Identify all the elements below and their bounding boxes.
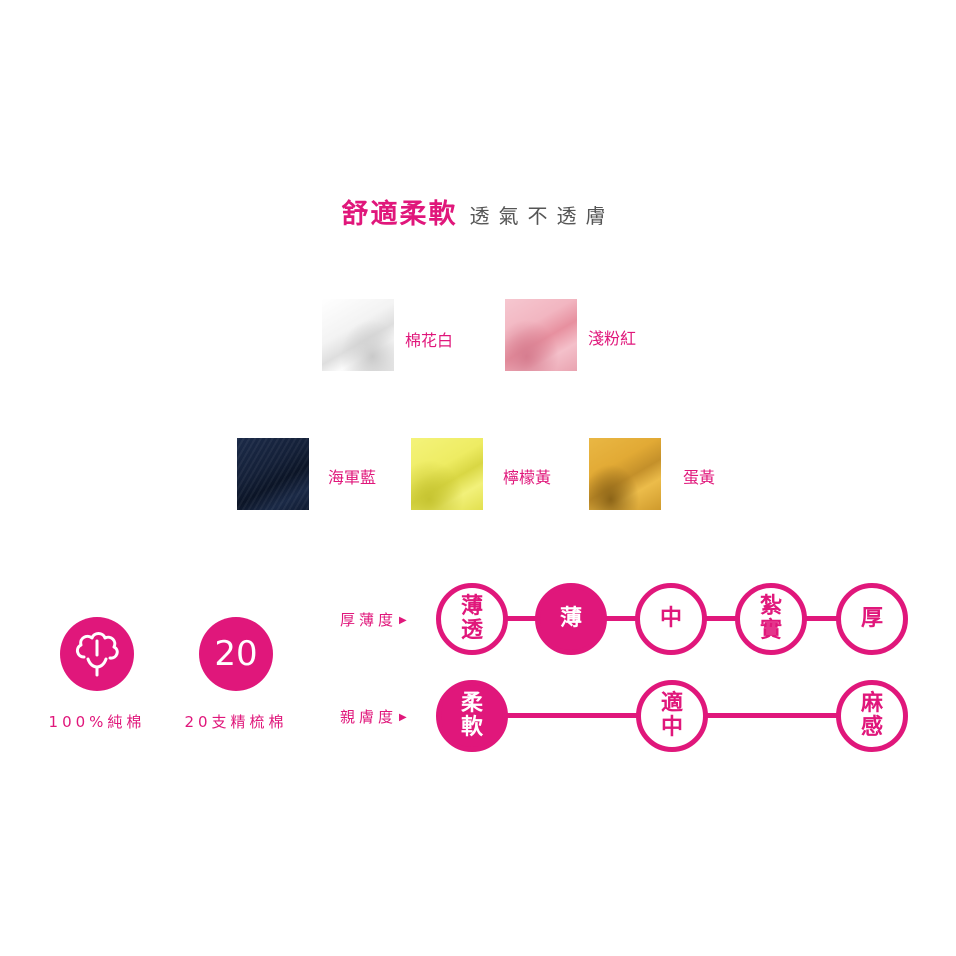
feel-scale-label: 親膚度▶	[340, 706, 411, 727]
color-label: 淺粉紅	[588, 329, 637, 348]
thickness-level-text: 薄	[559, 606, 582, 631]
feel-level-text: 適 中	[660, 691, 683, 740]
feel-level-0[interactable]: 柔 軟	[436, 680, 508, 752]
thickness-level-text: 厚	[860, 606, 883, 631]
swatch-light-pink[interactable]	[505, 299, 577, 371]
swatch-cotton-white[interactable]	[322, 299, 394, 371]
thickness-level-4[interactable]: 厚	[836, 583, 908, 655]
headline-main: 舒適柔軟	[341, 199, 458, 230]
thickness-scale-label: 厚薄度▶	[340, 609, 411, 630]
swatch-navy-blue[interactable]	[237, 438, 309, 510]
feature-label: 100%純棉	[48, 713, 146, 731]
thickness-level-text: 中	[659, 606, 682, 631]
headline-sub: 透氣不透膚	[469, 204, 615, 228]
feel-level-text: 麻 感	[860, 691, 883, 740]
color-label: 海軍藍	[328, 468, 377, 487]
color-label: 檸檬黃	[503, 468, 552, 487]
swatch-egg-yellow[interactable]	[589, 438, 661, 510]
triangle-right-icon: ▶	[399, 615, 411, 626]
feel-label-text: 親膚度	[340, 708, 398, 726]
thickness-level-text: 薄 透	[460, 594, 483, 643]
triangle-right-icon: ▶	[399, 712, 411, 723]
thickness-level-3[interactable]: 紮 實	[735, 583, 807, 655]
yarn-count-number: 20	[214, 634, 258, 674]
thickness-level-0[interactable]: 薄 透	[436, 583, 508, 655]
thickness-label-text: 厚薄度	[340, 611, 398, 629]
thickness-level-2[interactable]: 中	[635, 583, 707, 655]
feel-level-text: 柔 軟	[460, 691, 483, 740]
thickness-level-1[interactable]: 薄	[535, 583, 607, 655]
cotton-badge	[60, 617, 134, 691]
thickness-level-text: 紮 實	[759, 594, 782, 643]
swatch-lemon-yellow[interactable]	[411, 438, 483, 510]
headline: 舒適柔軟透氣不透膚	[0, 192, 956, 231]
feature-label: 20支精梳棉	[184, 713, 288, 731]
feel-level-2[interactable]: 麻 感	[836, 680, 908, 752]
color-label: 棉花白	[405, 331, 454, 350]
cotton-icon	[75, 632, 119, 677]
yarn-count-badge: 20	[199, 617, 273, 691]
color-label: 蛋黃	[683, 468, 716, 487]
feel-level-1[interactable]: 適 中	[636, 680, 708, 752]
